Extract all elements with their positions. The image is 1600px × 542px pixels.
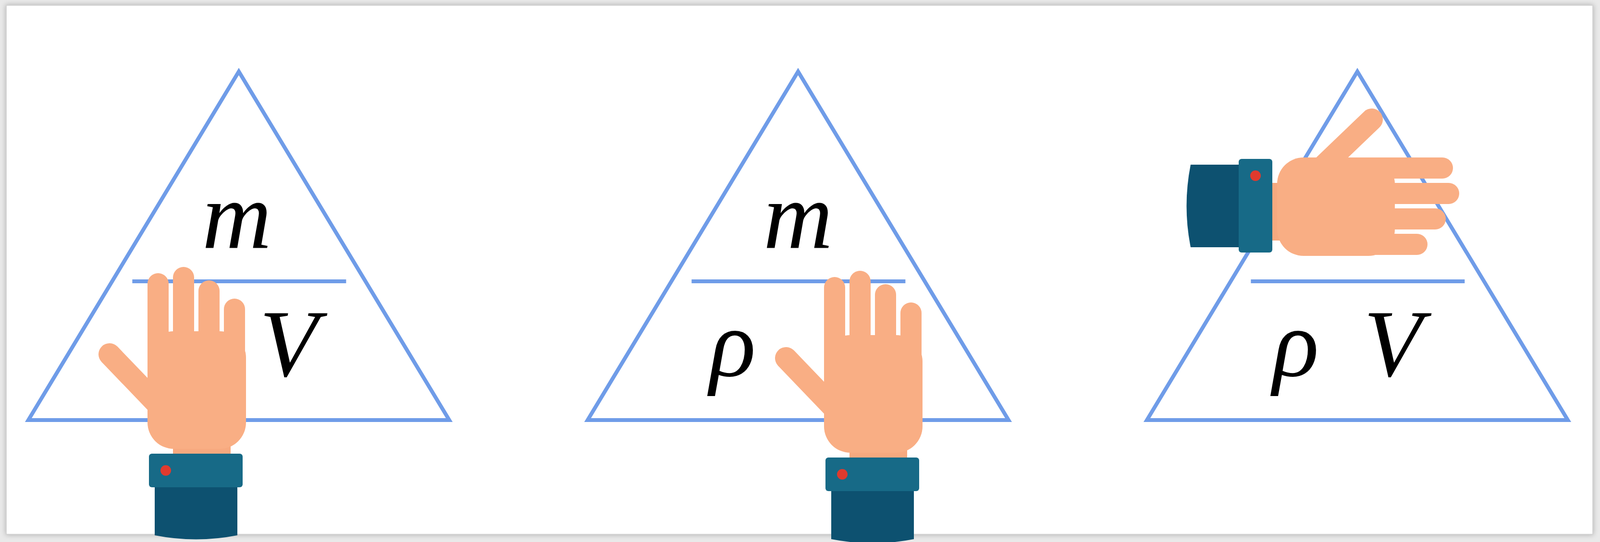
formula-symbol: m	[763, 168, 833, 265]
formula-symbol: m	[202, 168, 272, 265]
hand-1	[109, 267, 247, 541]
page-frame	[5, 4, 1594, 536]
formula-symbol: V	[1363, 295, 1423, 393]
formula-symbol: V	[259, 295, 319, 393]
hand-3	[1186, 119, 1460, 257]
hand-2	[786, 270, 923, 542]
formula-symbol: ρ	[709, 295, 756, 393]
formula-symbol: ρ	[1272, 295, 1319, 393]
